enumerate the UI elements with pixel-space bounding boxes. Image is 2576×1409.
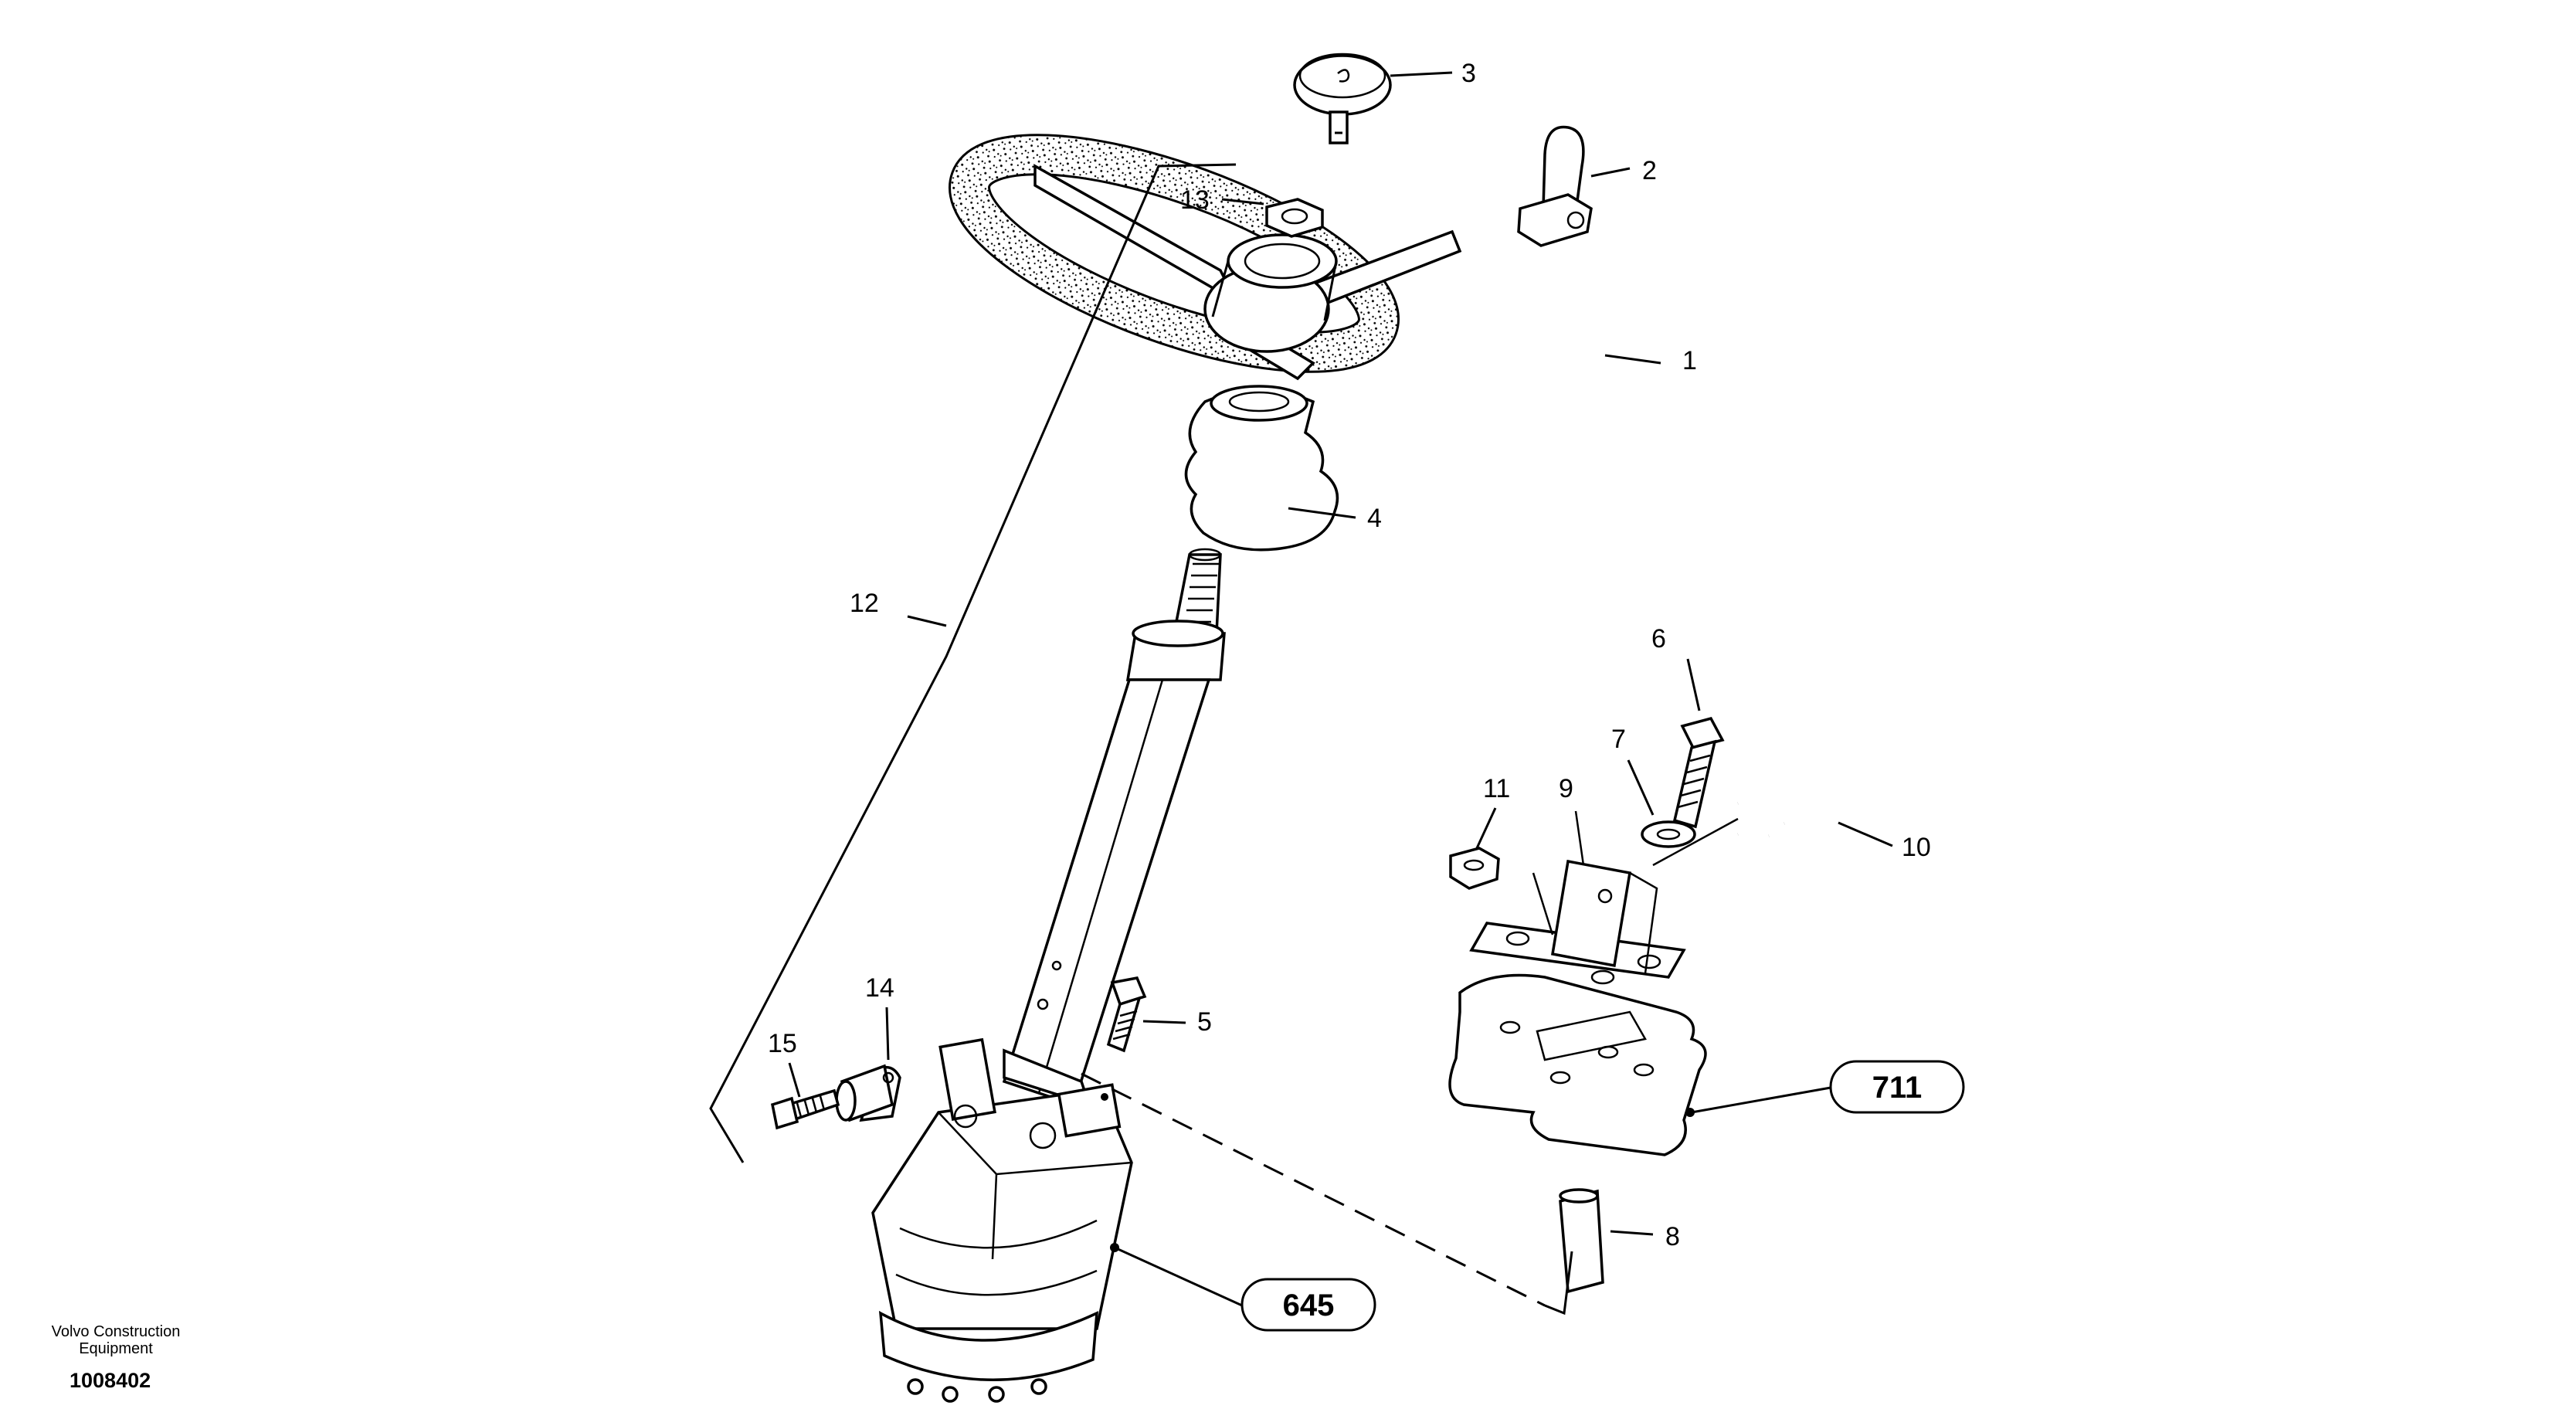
callout-12: 12 [850, 589, 879, 618]
spacer-pin [1559, 1188, 1604, 1294]
steering-unit [871, 1037, 1133, 1403]
callout-1: 1 [1682, 346, 1697, 375]
reference-645: 645 [1240, 1278, 1376, 1332]
callout-5: 5 [1197, 1007, 1212, 1037]
callout-13: 13 [1180, 185, 1210, 215]
company-line-1: Volvo Construction [52, 1323, 181, 1340]
switch-bracket [835, 1064, 901, 1122]
callout-11: 11 [1483, 774, 1510, 803]
callout-9: 9 [1559, 774, 1573, 803]
callout-7: 7 [1611, 725, 1626, 754]
callout-4: 4 [1367, 504, 1382, 533]
footer: Volvo Construction Equipment 1008402 [52, 1323, 181, 1392]
washer [1641, 820, 1696, 848]
mount-bracket [1469, 859, 1686, 985]
callout-10: 10 [1902, 833, 1931, 862]
u-bolt [1736, 781, 1839, 840]
steering-column [1002, 548, 1226, 1107]
hub-nut [1265, 198, 1324, 238]
callout-14: 14 [865, 973, 894, 1003]
bracket-bolt [770, 1088, 840, 1130]
mounting-bolt [1106, 976, 1147, 1053]
callout-2: 2 [1642, 156, 1657, 185]
leader-lines [788, 71, 1893, 1307]
hex-bolt [1672, 716, 1725, 829]
callout-labels: 1 2 3 4 5 6 7 8 9 10 11 12 13 14 15 [768, 59, 1931, 1251]
callout-8: 8 [1665, 1222, 1680, 1251]
rubber-boot [1184, 385, 1339, 552]
steering-wheel [949, 134, 1462, 381]
reference-711-label: 711 [1872, 1071, 1923, 1105]
reference-711: 711 [1829, 1060, 1965, 1114]
connector-lines [709, 163, 1739, 1316]
horn-cap [1293, 53, 1392, 144]
reference-645-label: 645 [1283, 1288, 1335, 1322]
hex-nut [1449, 847, 1500, 890]
drawing-id: 1008402 [70, 1369, 151, 1392]
spinner-knob [1517, 125, 1593, 247]
floor-plate [1448, 973, 1707, 1156]
callout-6: 6 [1651, 624, 1666, 654]
company-line-2: Equipment [79, 1340, 153, 1357]
callout-3: 3 [1461, 59, 1476, 88]
callout-15: 15 [768, 1029, 797, 1058]
